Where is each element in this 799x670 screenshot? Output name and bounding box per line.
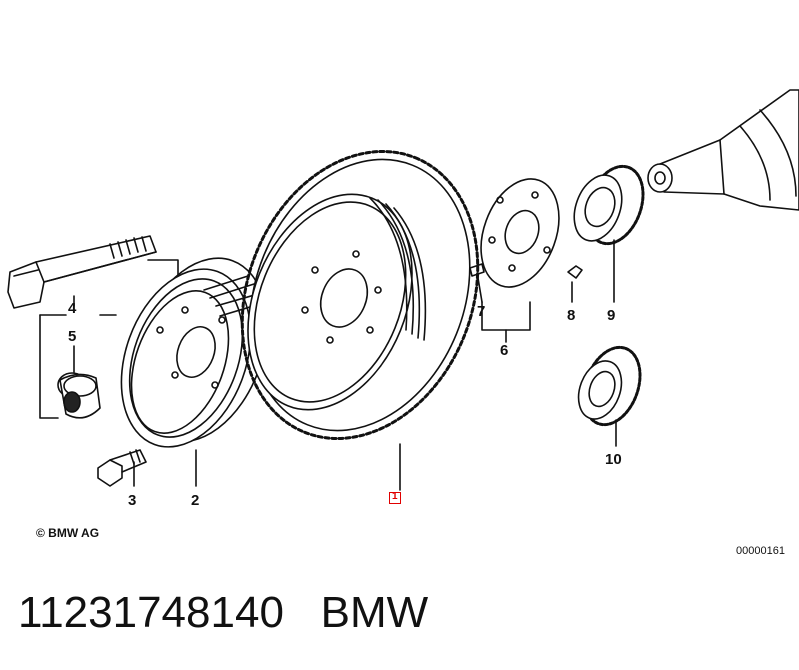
bolt-part-4 [7,235,157,309]
key-part-8 [567,265,583,279]
crankshaft [647,89,799,211]
brand-name: BMW [320,588,429,637]
part-caption: 11231748140 BMW [18,588,428,638]
callout-10: 10 [605,451,622,468]
callout-1: 1 [392,491,398,502]
callout-7: 7 [477,303,486,320]
callout-6: 6 [500,342,509,359]
copyright-notice: © BMW AG [36,526,100,540]
key-part-7 [469,263,485,277]
sprocket-part-10 [577,345,642,447]
flange-bolt-part-3 [97,449,147,487]
sprocket-part-9 [573,164,645,303]
callout-8: 8 [567,307,576,324]
bushing-part-5 [57,372,101,419]
hub-flange-part-6 [480,178,560,288]
exploded-parts-diagram [7,89,799,491]
callout-4: 4 [68,300,77,317]
drawing-code: 00000161 [736,545,785,557]
callout-3: 3 [128,492,137,509]
callout-1-highlight-box [389,492,401,504]
part-number: 11231748140 [18,588,284,637]
pulley-part-2 [120,257,268,448]
callout-5: 5 [68,328,77,345]
callout-2: 2 [191,492,200,509]
toothed-pulley-part-1 [240,150,480,440]
callout-9: 9 [607,307,616,324]
